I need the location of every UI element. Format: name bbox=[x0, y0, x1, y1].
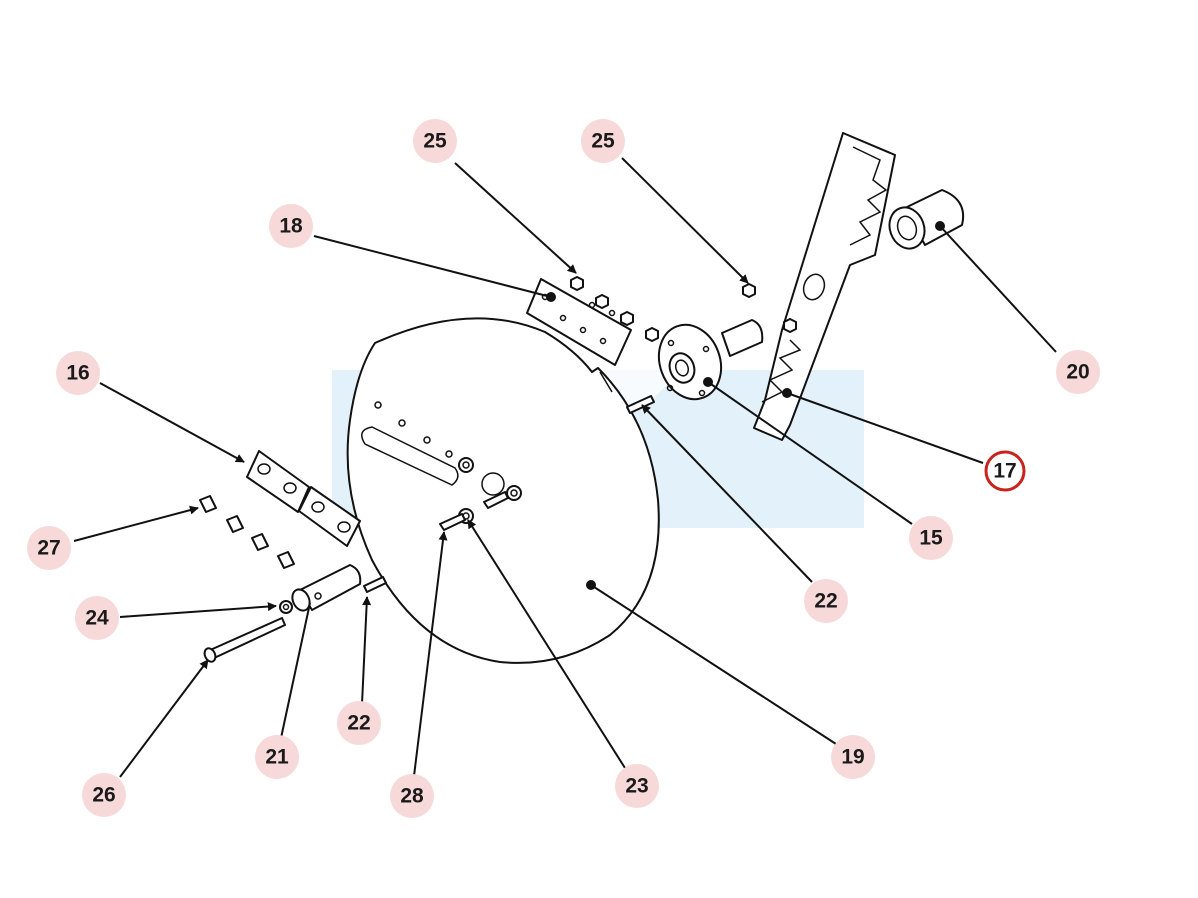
callout-15-text: 15 bbox=[919, 527, 943, 550]
arm-part bbox=[753, 132, 896, 441]
washer-part bbox=[279, 600, 293, 614]
bushing-part bbox=[888, 189, 964, 250]
callout-19[interactable]: 19 bbox=[831, 735, 875, 779]
disc-part bbox=[346, 317, 660, 664]
callout-16[interactable]: 16 bbox=[56, 351, 100, 395]
callout-18-text: 18 bbox=[279, 215, 303, 238]
callout-20[interactable]: 20 bbox=[1056, 350, 1100, 394]
callout-22-lower-text: 22 bbox=[347, 712, 370, 735]
leader-lines bbox=[73, 157, 1057, 778]
callout-25-right-text: 25 bbox=[591, 130, 615, 153]
nut-part bbox=[645, 283, 756, 342]
screw-parts bbox=[199, 495, 295, 569]
callout-15[interactable]: 15 bbox=[909, 516, 953, 560]
callout-17-text: 17 bbox=[993, 460, 1016, 483]
callout-21[interactable]: 21 bbox=[255, 735, 299, 779]
key-pin-part bbox=[626, 395, 655, 414]
callout-21-text: 21 bbox=[265, 746, 289, 769]
callout-22-upper-text: 22 bbox=[814, 590, 837, 613]
blade-part bbox=[246, 450, 361, 547]
shaft-part bbox=[291, 564, 362, 612]
callout-27-text: 27 bbox=[37, 537, 60, 560]
callout-23-text: 23 bbox=[625, 775, 648, 798]
callout-25-right[interactable]: 25 bbox=[581, 119, 625, 163]
callout-26[interactable]: 26 bbox=[82, 773, 126, 817]
callout-24[interactable]: 24 bbox=[75, 596, 119, 640]
pin-part bbox=[203, 617, 286, 663]
callout-22-upper[interactable]: 22 bbox=[804, 579, 848, 623]
callout-28-text: 28 bbox=[400, 785, 424, 808]
callout-18[interactable]: 18 bbox=[269, 204, 313, 248]
callout-17-selected[interactable]: 17 bbox=[984, 450, 1026, 492]
callout-22-lower[interactable]: 22 bbox=[337, 701, 381, 745]
callout-20-text: 20 bbox=[1066, 361, 1089, 384]
callout-25-left-text: 25 bbox=[423, 130, 447, 153]
callout-27[interactable]: 27 bbox=[27, 526, 71, 570]
callout-26-text: 26 bbox=[92, 784, 115, 807]
callout-25-left[interactable]: 25 bbox=[413, 119, 457, 163]
callout-19-text: 19 bbox=[841, 746, 864, 769]
callout-28[interactable]: 28 bbox=[390, 774, 434, 818]
callout-24-text: 24 bbox=[85, 607, 109, 630]
callout-16-text: 16 bbox=[66, 362, 89, 385]
callout-23[interactable]: 23 bbox=[615, 764, 659, 808]
small-key-part bbox=[363, 576, 387, 593]
